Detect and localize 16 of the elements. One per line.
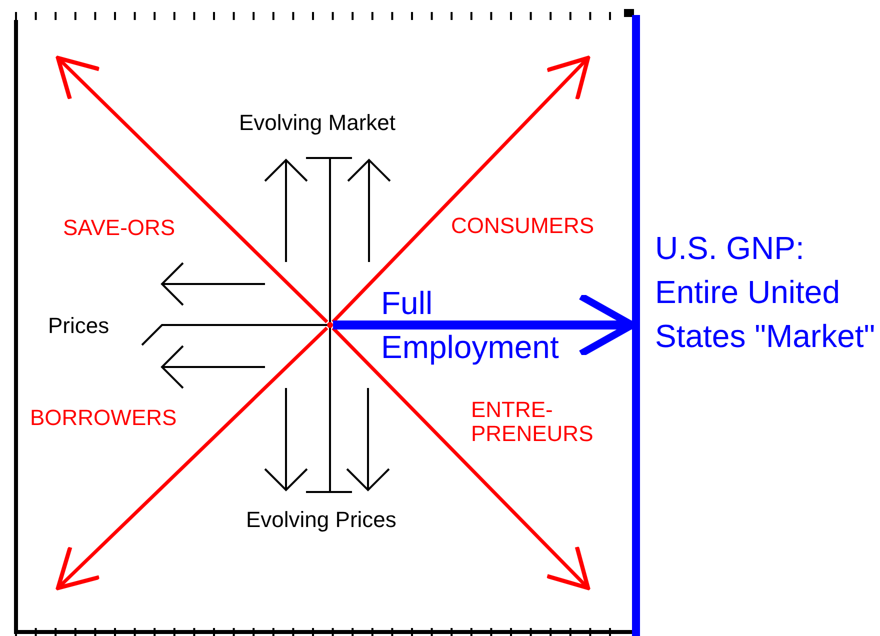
heading-label: Evolving Prices <box>246 508 396 532</box>
quadrant-label: CONSUMERS <box>451 214 594 238</box>
arrow-caption: Employment <box>381 330 559 366</box>
side-note: U.S. GNP: Entire United States "Market" <box>655 229 876 356</box>
axis-label: Prices <box>48 314 110 338</box>
arrow <box>332 56 590 324</box>
heading-label: Evolving Market <box>239 111 396 136</box>
intersection-dot <box>327 322 333 328</box>
arrow <box>56 56 328 324</box>
arrow <box>56 326 328 590</box>
quadrant-label: ENTRE- PRENEURS <box>471 398 594 446</box>
market-boundary-bar <box>632 15 640 636</box>
quadrant-label: BORROWERS <box>30 406 177 430</box>
quadrant-label: SAVE-ORS <box>63 216 176 240</box>
arrow-caption: Full <box>381 286 433 322</box>
arrow <box>332 326 590 590</box>
